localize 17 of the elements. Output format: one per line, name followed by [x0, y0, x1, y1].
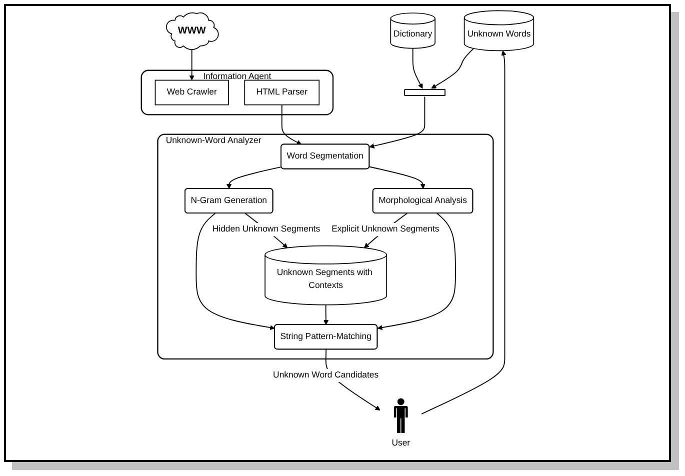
arrow [369, 96, 426, 148]
arrow [189, 48, 194, 80]
arrow [196, 212, 275, 330]
arrow [431, 48, 474, 89]
edge-label: Unknown Word Candidates [273, 370, 379, 380]
arrow [421, 50, 506, 414]
arrow [323, 304, 329, 326]
arrow [226, 166, 282, 189]
node-box: HTML Parser [244, 80, 320, 106]
arrow [281, 104, 302, 145]
edge-label: Explicit Unknown Segments [332, 224, 440, 234]
arrow [412, 48, 423, 89]
node-box: Web Crawler [154, 80, 229, 106]
arrow [377, 212, 456, 330]
node-label: User [392, 438, 410, 448]
edge-label: Hidden Unknown Segments [212, 224, 320, 234]
arrow [368, 166, 426, 189]
